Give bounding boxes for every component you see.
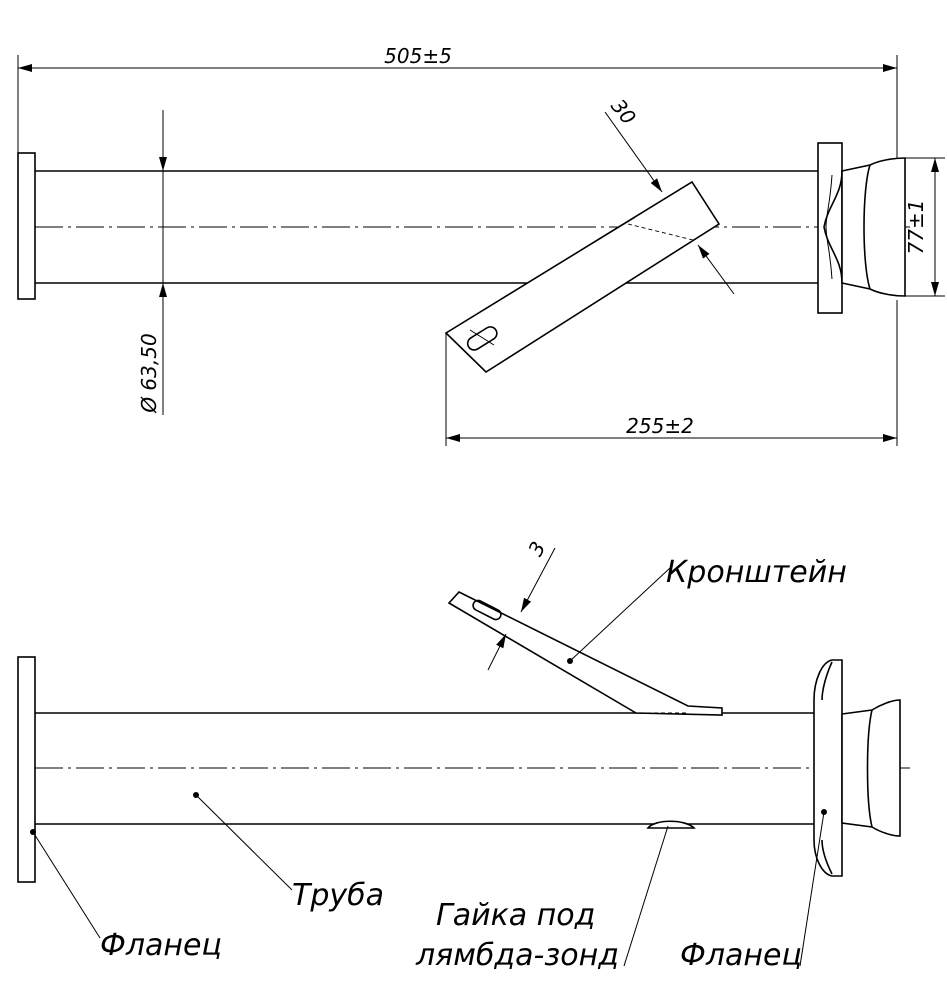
dim-bracket-position: 255±2 <box>445 300 898 446</box>
side-view: 3 Кронштейн Труба Гайка под лямб <box>17 537 910 973</box>
right-flange-top <box>817 142 906 314</box>
label-nut-line1: Гайка под <box>436 898 595 933</box>
dim-bracket-thickness-text: 3 <box>523 537 550 560</box>
pipe-body-top <box>35 170 910 284</box>
right-flange-side <box>813 659 901 877</box>
bracket-slot-top <box>466 326 498 351</box>
dim-flange-height-text: 77±1 <box>904 200 928 255</box>
dim-diameter-text: Ø 63,50 <box>137 333 161 413</box>
label-nut-line2: лямбда-зонд <box>415 938 619 973</box>
dim-flange-height: 77±1 <box>904 157 945 297</box>
top-view: 505±5 Ø 63,50 30 <box>17 44 945 446</box>
dim-bracket-angle-text: 30 <box>606 94 641 129</box>
dim-bracket-position-text: 255±2 <box>626 414 694 438</box>
leaders <box>30 567 827 967</box>
label-bracket: Кронштейн <box>666 555 847 590</box>
label-flange-right: Фланец <box>680 938 802 973</box>
bracket-slot-side <box>472 599 502 621</box>
lambda-nut <box>646 820 696 829</box>
left-flange-top <box>17 152 36 300</box>
dim-overall-length: 505±5 <box>17 44 898 160</box>
pipe-body-side <box>35 712 910 825</box>
bracket-top <box>444 180 721 374</box>
dim-overall-length-text: 505±5 <box>384 44 452 68</box>
dim-diameter: Ø 63,50 <box>137 110 167 415</box>
label-flange-left: Фланец <box>100 928 222 963</box>
bracket-side <box>447 591 723 716</box>
label-pipe: Труба <box>292 878 384 913</box>
left-flange-side <box>17 656 36 883</box>
